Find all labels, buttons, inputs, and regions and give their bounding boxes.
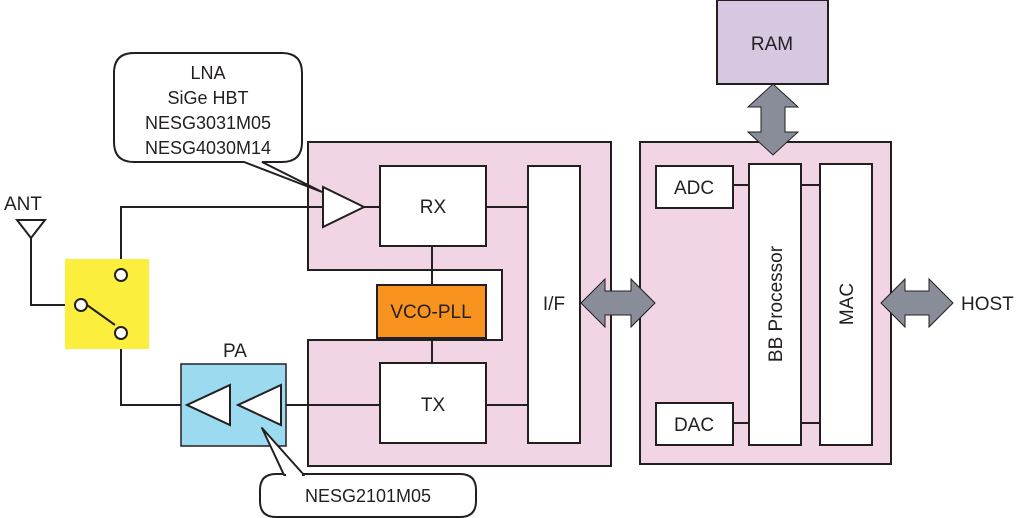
antenna-icon [14,219,48,240]
rx-label: RX [420,197,447,218]
lna-callout-line-3: NESG3031M05 [145,113,271,133]
if-label: I/F [543,294,565,315]
pa-part-callout [259,473,477,518]
dac-label: DAC [674,415,714,436]
pa-label: PA [223,341,247,362]
bb-processor-label: BB Processor [766,245,787,362]
host-bus-arrow [880,277,954,329]
pa-stage1-amplifier-icon [235,383,282,427]
vco-pll-label: VCO-PLL [390,302,471,323]
ram-bus-arrow [746,83,800,156]
if-block [527,165,581,444]
mac-label: MAC [837,283,858,325]
tx-block [379,362,487,444]
bb-processor-block [748,163,802,446]
lna-callout-line-4: NESG4030M14 [145,138,271,158]
lna-amplifier-icon [322,185,367,229]
adc-block [655,165,734,209]
vco-pll-block [376,284,487,339]
tx-label: TX [421,395,446,416]
dac-block [655,402,734,446]
rf-switch-icon [74,268,128,340]
signal-wires [30,184,820,424]
if-bus-arrow [580,277,656,329]
ram-label: RAM [751,34,793,55]
ant-label: ANT [4,194,42,215]
pa-stage2-amplifier-icon [184,383,231,427]
adc-label: ADC [674,178,714,199]
host-label: HOST [961,294,1014,315]
lna-callout-line-1: LNA [190,63,225,83]
pa-part-callout-text: NESG2101M05 [305,486,431,506]
lna-callout [113,52,323,193]
rx-block [379,165,487,247]
mac-block [819,163,873,446]
ram-box [716,0,829,85]
lna-callout-line-2: SiGe HBT [167,88,248,108]
